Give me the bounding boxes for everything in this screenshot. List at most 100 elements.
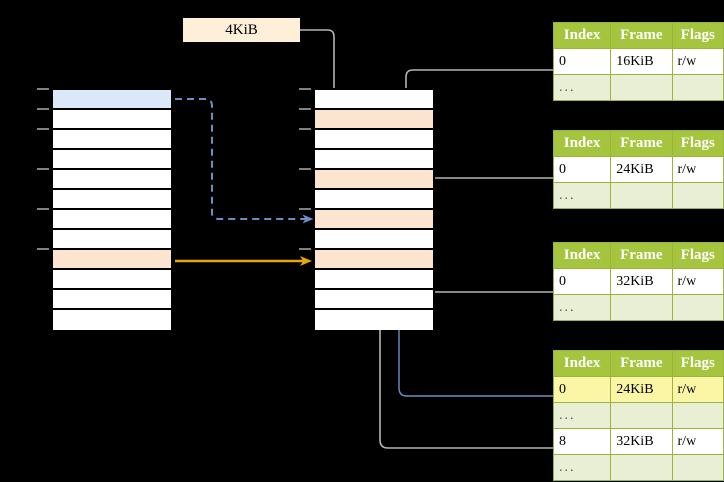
stack-row (315, 90, 433, 110)
table-cell-flags: r/w (671, 268, 724, 295)
stack-row (53, 310, 171, 330)
column-header-flags: Flags (671, 130, 724, 157)
table-cell-index: ... (552, 402, 612, 429)
table-cell-frame (610, 182, 673, 209)
table-cell-flags: r/w (671, 376, 724, 403)
stack-row (315, 170, 433, 190)
column-header-flags: Flags (671, 242, 724, 269)
callout-4kib: 4KiB (183, 18, 300, 42)
table-cell-frame: 24KiB (610, 156, 673, 183)
column-header-index: Index (552, 242, 612, 269)
table-cell-flags (671, 454, 724, 481)
stack-row (53, 250, 171, 270)
column-header-frame: Frame (610, 350, 673, 377)
table-cell-frame (610, 454, 673, 481)
stack-tick-mark (299, 248, 311, 250)
table-cell-index: 0 (552, 376, 612, 403)
table-cell-frame: 32KiB (610, 268, 673, 295)
table-cell-flags (671, 402, 724, 429)
stack-row (315, 230, 433, 250)
table-cell-frame (610, 74, 673, 101)
stack-row (315, 190, 433, 210)
stack-row (315, 110, 433, 130)
stack-tick-mark (37, 128, 49, 130)
table-cell-frame: 16KiB (610, 48, 673, 75)
table-cell-index: ... (552, 294, 612, 321)
stack-row (53, 230, 171, 250)
stack-row (315, 310, 433, 330)
table-cell-flags: r/w (671, 428, 724, 455)
table-cell-frame: 32KiB (610, 428, 673, 455)
stack-tick-mark (299, 128, 311, 130)
stack-row (53, 150, 171, 170)
table-cell-index: ... (552, 182, 612, 209)
table-cell-frame (610, 294, 673, 321)
table-cell-index: 0 (552, 268, 612, 295)
table-cell-flags (671, 182, 724, 209)
stack-row (315, 150, 433, 170)
table-cell-flags: r/w (671, 156, 724, 183)
table-row-ellipsis: ... (552, 454, 724, 481)
stack-tick-mark (299, 208, 311, 210)
column-header-flags: Flags (671, 22, 724, 49)
stack-row (53, 90, 171, 110)
column-header-frame: Frame (610, 22, 673, 49)
column-header-index: Index (552, 130, 612, 157)
stack-tick-mark (299, 88, 311, 90)
column-header-frame: Frame (610, 242, 673, 269)
column-header-frame: Frame (610, 130, 673, 157)
stack-row (53, 210, 171, 230)
column-header-flags: Flags (671, 350, 724, 377)
stack-row (53, 190, 171, 210)
stack-tick-mark (37, 108, 49, 110)
callout-label: 4KiB (225, 22, 258, 38)
table-cell-index: 0 (552, 156, 612, 183)
table-cell-flags (671, 74, 724, 101)
table-row-ellipsis: ... (552, 74, 724, 101)
stack-row (53, 290, 171, 310)
table-row-ellipsis: ... (552, 182, 724, 209)
stack-tick-mark (299, 108, 311, 110)
table-row-ellipsis: ... (552, 402, 724, 429)
stack-row (53, 110, 171, 130)
stack-tick-mark (37, 88, 49, 90)
table-cell-frame: 24KiB (610, 376, 673, 403)
wire-va-to-mem-dashed (175, 98, 314, 224)
stack-tick-mark (299, 168, 311, 170)
stack-physical-memory (313, 88, 435, 330)
column-header-index: Index (552, 350, 612, 377)
stack-row (315, 250, 433, 270)
table-cell-index: 0 (552, 48, 612, 75)
stack-tick-mark (37, 248, 49, 250)
stack-row (53, 170, 171, 190)
table-cell-index: ... (552, 74, 612, 101)
stack-row (53, 130, 171, 150)
stack-tick-mark (37, 208, 49, 210)
table-cell-index: ... (552, 454, 612, 481)
table-cell-flags (671, 294, 724, 321)
table-cell-index: 8 (552, 428, 612, 455)
stack-row (53, 270, 171, 290)
stack-virtual-address-space (51, 88, 173, 330)
stack-row (315, 290, 433, 310)
column-header-index: Index (552, 22, 612, 49)
stack-row (315, 210, 433, 230)
stack-row (315, 270, 433, 290)
stack-row (315, 130, 433, 150)
table-row-ellipsis: ... (552, 294, 724, 321)
table-cell-frame (610, 402, 673, 429)
